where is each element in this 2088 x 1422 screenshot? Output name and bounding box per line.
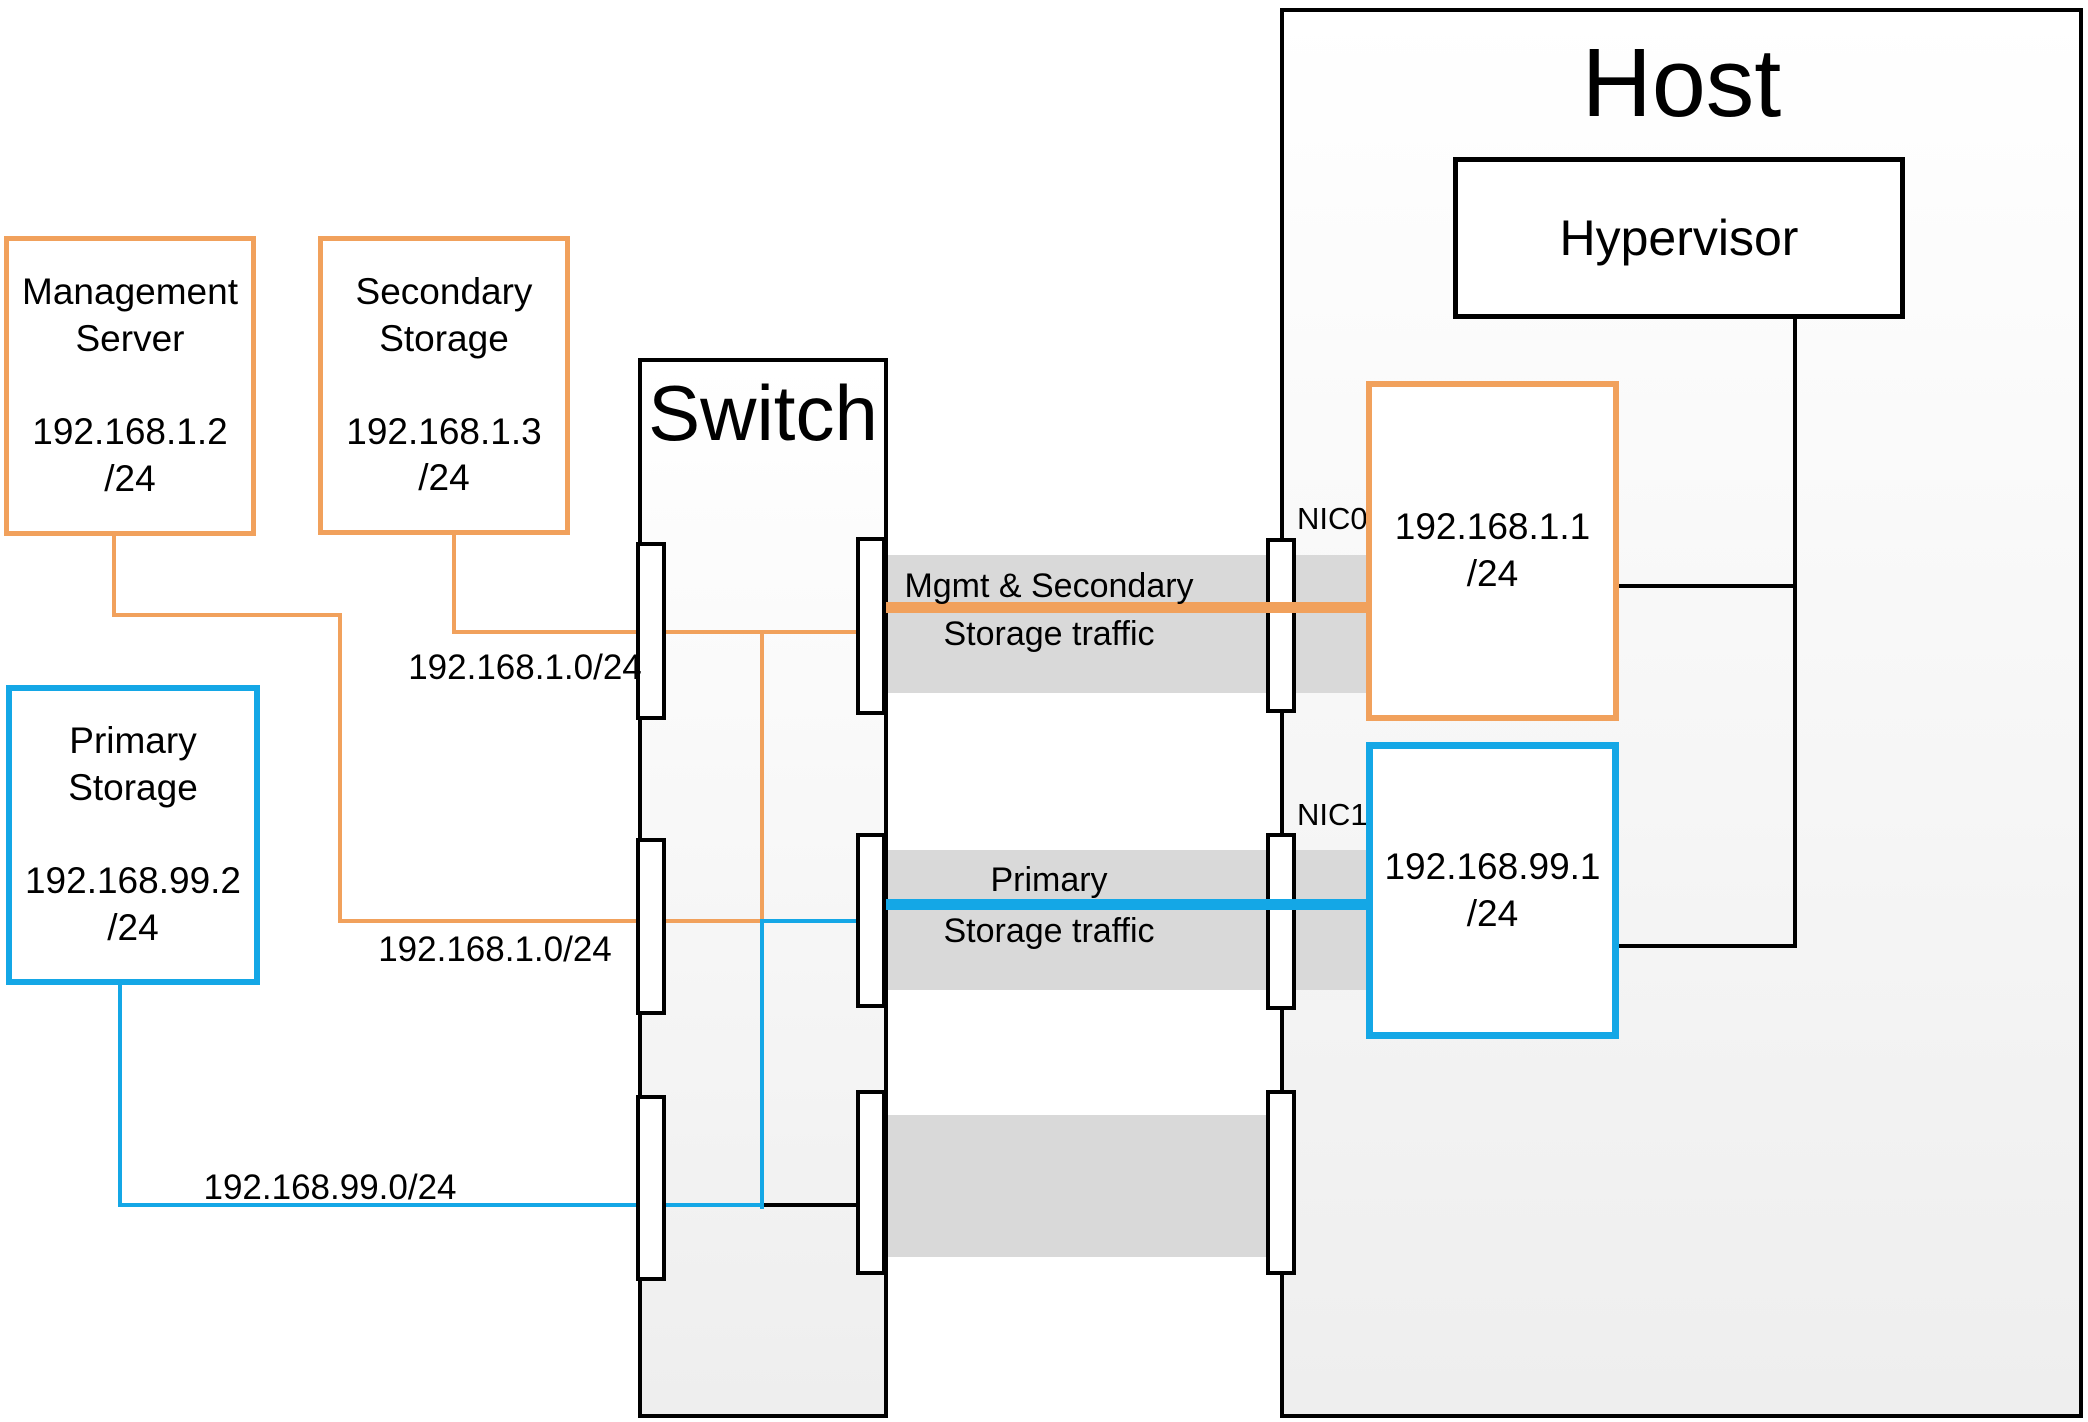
nic1-box: 192.168.99.1 /24: [1366, 742, 1619, 1039]
traffic-band-unused: [886, 1115, 1282, 1257]
switch-junction-blue-v: [760, 919, 764, 1209]
host-border-overlay: [1280, 8, 1284, 1418]
primary-link-v: [118, 981, 122, 1207]
traffic-label-primary-line1: Primary: [990, 861, 1108, 899]
primary-traffic-line: [886, 899, 1366, 910]
switch-title: Switch: [648, 369, 878, 457]
host-unused-port: [1266, 1090, 1296, 1275]
switch-junction-black-h: [760, 1203, 864, 1207]
switch-border-overlay: [884, 358, 888, 1418]
traffic-label-mgmt-line2: Storage traffic: [943, 615, 1155, 653]
hypervisor-box: Hypervisor: [1453, 157, 1905, 319]
secondary-storage-name: Secondary Storage: [355, 270, 533, 359]
management-link-h2: [338, 919, 764, 923]
secondary-storage-address: 192.168.1.3 /24: [346, 410, 542, 499]
host-nic1-port: [1266, 833, 1296, 1010]
subnet-label-primary: 192.168.99.0/24: [203, 1168, 457, 1207]
management-server-name: Management Server: [22, 271, 238, 360]
subnet-label-secondary: 192.168.1.0/24: [408, 648, 642, 687]
nic1-address: 192.168.99.1 /24: [1384, 845, 1601, 934]
nic1-label: NIC1: [1297, 797, 1368, 832]
switch-port-right-3: [856, 1090, 886, 1275]
switch-port-left-2: [636, 838, 666, 1015]
mgmt-traffic-line: [886, 602, 1366, 613]
primary-storage-name: Primary Storage: [68, 720, 198, 809]
management-link-v2: [338, 613, 342, 923]
nic0-address: 192.168.1.1 /24: [1394, 506, 1591, 594]
management-server-address: 192.168.1.2 /24: [32, 411, 228, 499]
hypervisor-title: Hypervisor: [1559, 209, 1799, 266]
primary-storage-address: 192.168.99.2 /24: [24, 860, 242, 948]
switch-port-left-3: [636, 1095, 666, 1281]
secondary-storage-box: Secondary Storage 192.168.1.3 /24: [318, 236, 570, 535]
primary-storage-box: Primary Storage 192.168.99.2 /24: [6, 685, 260, 985]
management-link-h1: [112, 613, 342, 617]
host-nic0-port: [1266, 538, 1296, 713]
management-server-box: Management Server 192.168.1.2 /24: [4, 236, 256, 536]
nic0-label: NIC0: [1297, 501, 1368, 536]
switch-port-right-2: [856, 833, 886, 1008]
primary-link-h: [118, 1203, 764, 1207]
switch-port-left-1: [636, 542, 666, 720]
traffic-label-mgmt-line1: Mgmt & Secondary: [904, 567, 1194, 605]
traffic-label-primary-line2: Storage traffic: [943, 912, 1155, 950]
subnet-label-management: 192.168.1.0/24: [378, 930, 612, 969]
host-title: Host: [1581, 28, 1782, 137]
nic0-box: 192.168.1.1 /24: [1366, 381, 1619, 721]
secondary-link-v: [452, 531, 456, 634]
switch-junction-blue-h: [760, 919, 864, 923]
switch-junction-orange-v: [760, 630, 764, 923]
switch-port-right-1: [856, 537, 886, 715]
nic1-connector-h: [1616, 944, 1797, 948]
hypervisor-connector-v: [1793, 314, 1797, 948]
management-link-v1: [112, 532, 116, 617]
nic0-connector-h: [1616, 584, 1797, 588]
